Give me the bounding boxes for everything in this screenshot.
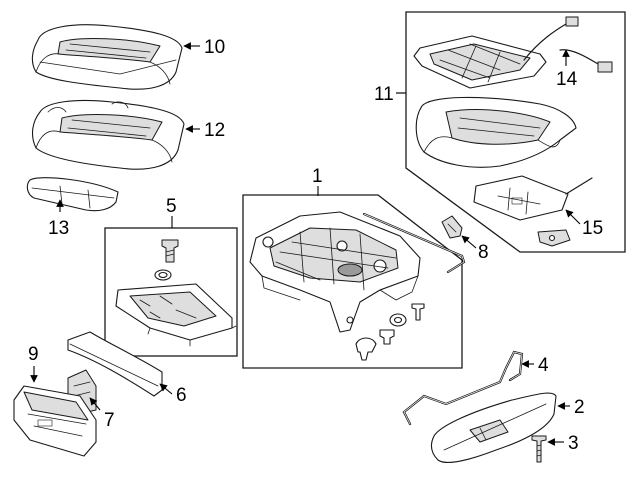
leader-6 [159,383,173,395]
callout-10: 10 [204,37,225,58]
callout-13: 13 [48,218,69,239]
callout-8: 8 [478,242,489,263]
callout-6: 6 [176,385,187,406]
callout-12: 12 [204,120,225,141]
heater-box-11 [405,11,626,253]
callout-9: 9 [28,344,39,365]
leader-15 [565,209,581,225]
pad-insert-part [26,177,119,212]
leader-8 [461,235,477,249]
seat-cover-part [31,24,183,90]
heater-connector-part [537,229,571,247]
callout-4: 4 [538,355,549,376]
clip-part [441,215,463,239]
callout-5: 5 [166,196,177,217]
leader-lines [30,42,581,446]
side-shield-part [430,392,557,463]
heater-mat-part [473,175,593,221]
heated-cushion-part [415,96,577,168]
frame-rod-part [362,212,466,274]
callout-3: 3 [568,433,579,454]
frame-bolts-part [355,303,425,361]
side-panel-part [13,385,97,457]
screw-part [531,435,547,463]
seat-pad-part [31,99,185,170]
callout-2: 2 [574,397,585,418]
frame-box-1 [242,194,463,369]
kit-box-5 [104,227,238,357]
callout-14: 14 [556,69,578,90]
leader-7 [89,397,101,411]
seat-frame-part [249,211,421,333]
callout-11: 11 [374,84,394,105]
callout-15: 15 [582,218,603,239]
callout-7: 7 [104,410,115,431]
wire-spring-part [402,350,524,426]
heater-element-part [413,16,613,89]
callout-1: 1 [312,166,323,187]
bolt-bracket-kit-part [115,239,237,347]
